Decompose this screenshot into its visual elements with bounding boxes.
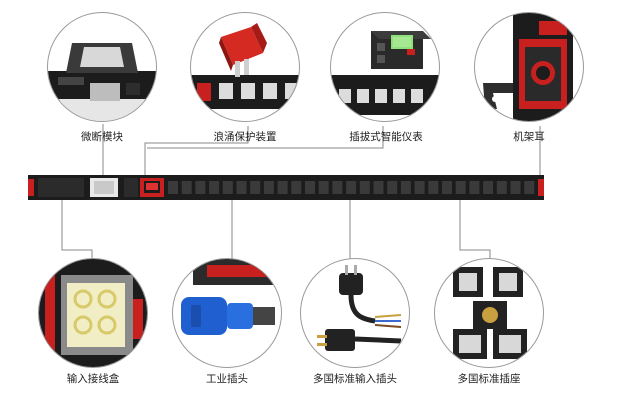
rack-ear-icon [483,13,573,121]
input-junction-box-icon [39,259,147,367]
industrial-plug-callout [172,258,282,368]
callout-label-rack-ear: 机架耳 [513,131,545,143]
outlet-socket [291,181,302,194]
multi-standard-plug-icon [317,265,402,351]
outlet-socket [510,181,521,194]
outlet-socket [387,181,398,194]
outlet-socket [168,181,178,194]
outlet-socket [222,181,233,194]
outlet-socket [181,181,192,194]
circuit-breaker-callout [47,12,157,122]
outlet-socket [236,181,247,194]
outlet-socket [209,181,220,194]
outlet-socket [469,181,480,194]
outlet-socket [400,181,411,194]
callout-label-smart-meter: 插拔式智能仪表 [349,131,423,143]
outlet-socket [414,181,425,194]
outlet-socket [332,181,343,194]
outlet-socket [305,181,315,194]
outlet-socket [483,181,494,194]
outlet-socket [277,181,288,194]
input-junction-box-callout [38,258,148,368]
callout-label-input-junction-box: 输入接线盒 [66,373,120,385]
smart-meter-icon [331,31,439,115]
rack-ear-callout [474,12,584,122]
outlet-socket [373,181,384,194]
circuit-breaker-icon [48,43,156,121]
callout-label-circuit-breaker: 微断模块 [81,131,123,143]
outlet-socket [496,181,507,194]
outlet-socket [524,181,535,194]
smart-meter-callout [330,12,440,122]
industrial-plug-icon [181,259,281,335]
outlet-socket [263,181,274,194]
outlet-socket [455,181,466,194]
outlet-socket [428,181,439,194]
outlet-socket [318,181,329,194]
multi-standard-plug-callout [300,258,410,368]
callout-label-multi-standard-plug: 多国标准输入插头 [313,373,397,385]
multi-standard-socket-callout [434,258,544,368]
outlet-socket [346,181,357,194]
callout-label-surge-protector: 浪涌保护装置 [213,131,277,143]
surge-protector-callout [190,12,300,122]
callout-label-multi-standard-socket: 多国标准插座 [457,373,521,385]
outlet-socket [359,181,370,194]
outlet-socket [250,181,261,194]
pdu-strip [28,175,544,200]
multi-standard-socket-icon [453,267,527,359]
callout-label-industrial-plug: 工业插头 [206,373,248,385]
outlet-socket [195,181,206,194]
outlet-socket [442,181,452,194]
surge-protector-icon [191,23,299,109]
